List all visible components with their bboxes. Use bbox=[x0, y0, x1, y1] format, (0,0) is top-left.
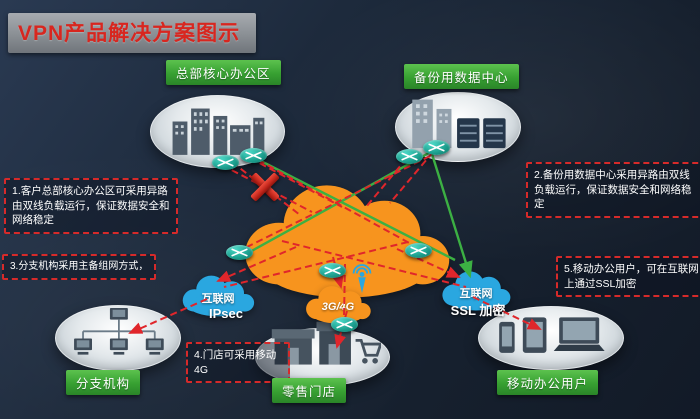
datacenter-label: 备份用数据中心 bbox=[404, 64, 519, 89]
router-icon bbox=[226, 245, 253, 260]
router-icon bbox=[396, 149, 423, 164]
mobile-network-cloud: 3G/4G bbox=[300, 281, 376, 325]
internet-cloud-left-label: 互联网 bbox=[201, 292, 235, 305]
router-icon bbox=[331, 317, 358, 332]
datacenter-racks-icon bbox=[412, 99, 506, 149]
hq-label: 总部核心办公区 bbox=[166, 60, 281, 85]
page-title: VPN产品解决方案图示 bbox=[18, 22, 241, 45]
router-icon bbox=[240, 148, 267, 163]
node-branch bbox=[55, 305, 181, 371]
title-banner: VPN产品解决方案图示 bbox=[8, 13, 257, 53]
internet-cloud-left: 互联网 bbox=[176, 270, 260, 318]
router-icon bbox=[405, 243, 432, 258]
router-icon bbox=[423, 140, 450, 155]
node-mobile-users bbox=[478, 306, 624, 370]
callout-5: 5.移动办公用户，可在互联网上通过SSL加密 bbox=[556, 256, 700, 298]
retail-label: 零售门店 bbox=[272, 378, 347, 403]
city-buildings-icon bbox=[172, 108, 264, 155]
mobile-users-label: 移动办公用户 bbox=[497, 370, 599, 395]
wireless-antenna-icon bbox=[352, 264, 372, 294]
mobile-network-cloud-label: 3G/4G bbox=[321, 300, 355, 313]
branch-label: 分支机构 bbox=[66, 370, 141, 395]
node-retail bbox=[255, 321, 390, 386]
callout-2: 2.备份用数据中心采用异路由双线负载运行，保证数据安全和网络稳定 bbox=[526, 162, 700, 219]
branch-network-icon bbox=[74, 308, 164, 355]
node-datacenter bbox=[395, 92, 521, 162]
ssl-label: SSL 加密 bbox=[450, 303, 506, 318]
callout-1: 1.客户总部核心办公区可采用异路由双线负载运行，保证数据安全和网络稳定 bbox=[4, 178, 178, 235]
red-cross-icon bbox=[250, 172, 280, 202]
ipsec-label: IPsec bbox=[209, 306, 243, 321]
callout-3: 3.分支机构采用主备组网方式， bbox=[2, 254, 157, 280]
router-icon bbox=[319, 263, 346, 278]
callout-4: 4.门店可采用移动4G bbox=[186, 342, 290, 384]
router-icon bbox=[212, 155, 239, 170]
